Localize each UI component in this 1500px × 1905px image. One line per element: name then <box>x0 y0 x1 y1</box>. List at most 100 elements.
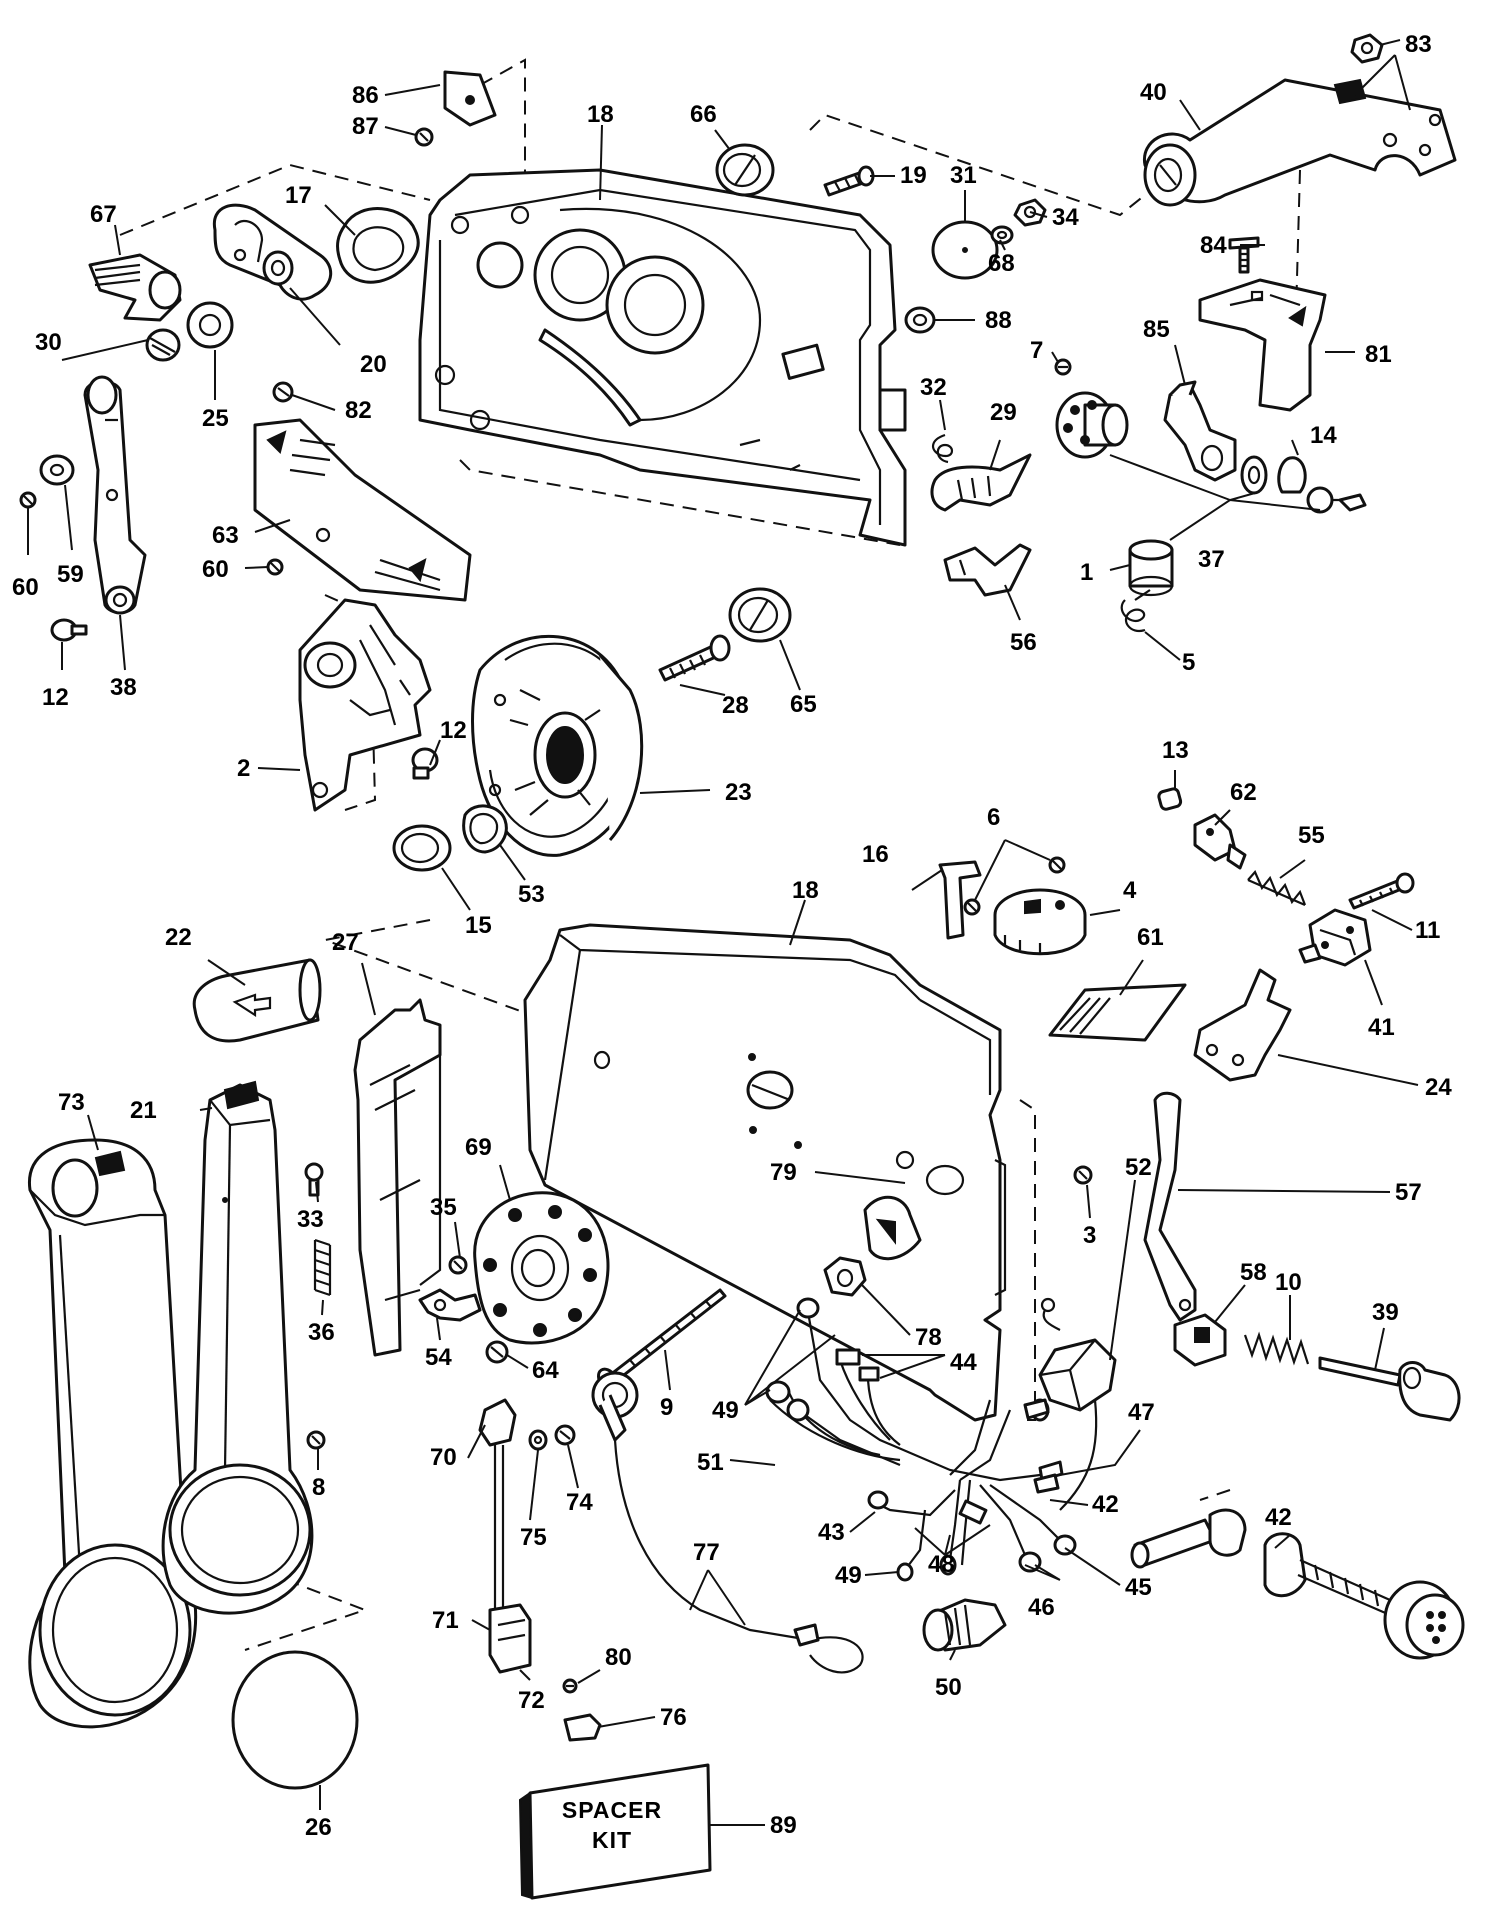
callout-50: 50 <box>935 1674 962 1701</box>
callout-73: 73 <box>58 1089 85 1116</box>
callout-15: 15 <box>465 912 492 939</box>
part-60-screw-a <box>19 491 37 509</box>
kit-line-2: KIT <box>592 1827 632 1853</box>
callout-71: 71 <box>432 1607 459 1634</box>
callout-84: 84 <box>1200 232 1227 259</box>
callout-81: 81 <box>1365 341 1392 368</box>
callout-37: 37 <box>1198 546 1225 573</box>
part-55-spring <box>1247 869 1307 907</box>
part-75-washer <box>528 1429 548 1451</box>
callout-29: 29 <box>990 399 1017 426</box>
kit-line-1: SPACER <box>562 1797 662 1823</box>
callout-31: 31 <box>950 162 977 189</box>
part-73-handle <box>27 1138 198 1729</box>
part-65-seal <box>728 587 792 643</box>
part-68-washer <box>990 225 1014 245</box>
part-67-latch <box>88 253 182 322</box>
part-30-roller <box>145 328 181 362</box>
part-41-switch-body <box>1298 908 1372 967</box>
part-77-lanyard <box>591 1371 864 1674</box>
part-35-screw <box>448 1255 468 1275</box>
callout-83: 83 <box>1405 31 1432 58</box>
part-86-bracket <box>443 70 497 127</box>
callout-74: 74 <box>566 1489 593 1516</box>
callout-34: 34 <box>1052 204 1079 231</box>
part-52-switch <box>1030 1297 1117 1511</box>
callout-44: 44 <box>950 1349 977 1376</box>
callout-55: 55 <box>1298 822 1325 849</box>
callout-64: 64 <box>532 1357 559 1384</box>
callout-45: 45 <box>1125 1574 1152 1601</box>
callout-70: 70 <box>430 1444 457 1471</box>
callout-49: 49 <box>712 1397 739 1424</box>
callout-12: 12 <box>42 684 69 711</box>
part-81-bracket <box>1198 278 1327 412</box>
spacer-kit-box: SPACER KIT <box>518 1763 712 1900</box>
callout-49: 49 <box>835 1562 862 1589</box>
callout-16: 16 <box>862 841 889 868</box>
callout-14: 14 <box>1310 422 1337 449</box>
part-62-block <box>1193 813 1247 870</box>
callout-86: 86 <box>352 82 379 109</box>
callout-2: 2 <box>237 755 250 782</box>
callout-30: 30 <box>35 329 62 356</box>
callout-23: 23 <box>725 779 752 806</box>
part-21-handle <box>161 1080 314 1615</box>
part-87-screw <box>414 127 434 147</box>
part-50-fitting <box>922 1598 1007 1652</box>
part-83-nut <box>1350 33 1384 64</box>
part-80-screw <box>562 1678 578 1694</box>
part-60-screw-b <box>266 558 284 576</box>
part-17-gasket <box>336 207 420 284</box>
part-15-bushing <box>392 824 452 872</box>
part-64-screw <box>485 1340 509 1364</box>
part-27-slide <box>353 998 442 1357</box>
part-54-clip <box>418 1288 482 1322</box>
callout-6: 6 <box>987 804 1000 831</box>
part-18-cover <box>523 923 1007 1422</box>
part-12-pin-a <box>50 618 88 642</box>
part-5-spring-clip <box>1120 589 1151 633</box>
part-36-spring <box>313 1238 332 1297</box>
part-2-gear-plate <box>298 598 432 812</box>
callout-21: 21 <box>130 1097 157 1124</box>
callout-24: 24 <box>1425 1074 1452 1101</box>
callout-59: 59 <box>57 561 84 588</box>
callout-26: 26 <box>305 1814 332 1841</box>
callout-62: 62 <box>1230 779 1257 806</box>
callout-42: 42 <box>1265 1504 1292 1531</box>
callout-69: 69 <box>465 1134 492 1161</box>
callout-79: 79 <box>770 1159 797 1186</box>
part-8-screw <box>306 1430 326 1450</box>
callout-75: 75 <box>520 1524 547 1551</box>
part-23-drum <box>471 634 644 857</box>
callout-40: 40 <box>1140 79 1167 106</box>
callout-68: 68 <box>988 250 1015 277</box>
part-40-lever-arm <box>1143 78 1457 207</box>
callout-54: 54 <box>425 1344 452 1371</box>
callout-39: 39 <box>1372 1299 1399 1326</box>
part-37-ignition-switch <box>1055 391 1367 514</box>
callout-76: 76 <box>660 1704 687 1731</box>
part-13-plug <box>1157 787 1183 811</box>
part-3-screw <box>1073 1165 1093 1185</box>
callout-47: 47 <box>1128 1399 1155 1426</box>
callout-57: 57 <box>1395 1179 1422 1206</box>
callout-66: 66 <box>690 101 717 128</box>
part-42-connector <box>1130 1508 1465 1660</box>
part-32-spring <box>932 433 953 464</box>
leader-lines <box>27 39 1419 1826</box>
callout-33: 33 <box>297 1206 324 1233</box>
callout-35: 35 <box>430 1194 457 1221</box>
part-53-gasket <box>462 804 508 854</box>
part-63-decal-plate <box>253 418 472 602</box>
callout-18: 18 <box>587 101 614 128</box>
callout-72: 72 <box>518 1687 545 1714</box>
part-57-lever <box>1143 1091 1197 1322</box>
part-88-bushing <box>904 306 936 334</box>
callout-61: 61 <box>1137 924 1164 951</box>
part-11-screw <box>1348 872 1415 910</box>
part-74-screw <box>554 1424 576 1446</box>
part-76-clip <box>563 1713 602 1742</box>
